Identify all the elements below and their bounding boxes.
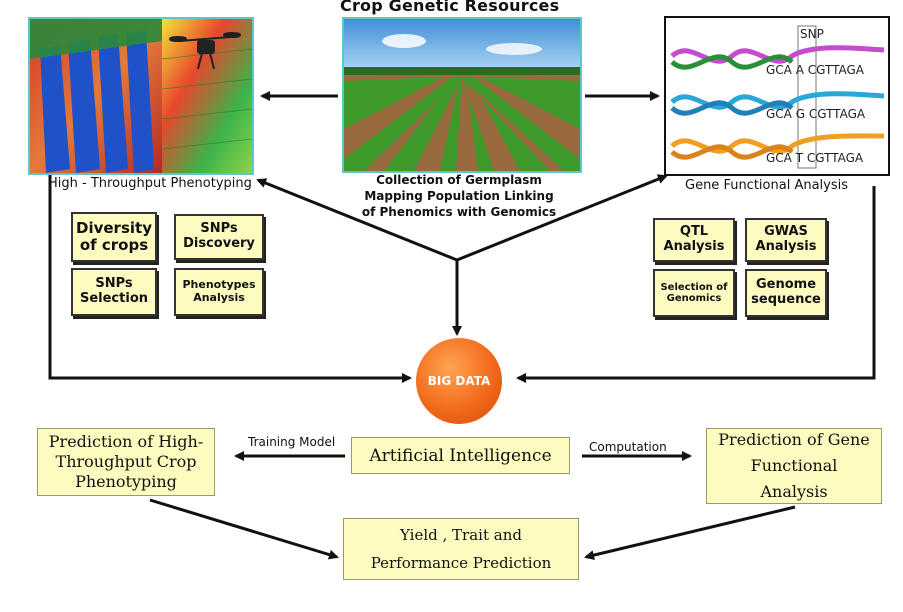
chip-snps-discovery: SNPs Discovery	[174, 214, 264, 260]
chip-diversity-of-crops: Diversity of crops	[71, 212, 157, 262]
drone-icon	[169, 32, 241, 70]
center-panel-caption: Collection of Germplasm Mapping Populati…	[361, 173, 557, 219]
crop-field-image	[342, 17, 582, 173]
big-data-node: BIG DATA	[416, 338, 502, 424]
chip-snps-selection: SNPs Selection	[71, 268, 157, 316]
arrow-junction-to-left-panel	[256, 178, 458, 262]
arrow-right-panel-to-bigdata	[516, 186, 876, 383]
chip-selection-of-genomics: Selection of Genomics	[653, 269, 735, 317]
arrow-right-prediction-to-bottom	[584, 505, 796, 561]
chip-phenotypes-analysis: Phenotypes Analysis	[174, 268, 264, 316]
edge-label-computation: Computation	[589, 440, 667, 454]
artificial-intelligence-box: Artificial Intelligence	[351, 437, 570, 474]
dna-image: SNP GCA A CGTTAGA GCA G CGTTAGA GCA T CG…	[664, 16, 890, 176]
dna-graphic: SNP GCA A CGTTAGA GCA G CGTTAGA GCA T CG…	[666, 18, 888, 174]
right-prediction-box: Prediction of Gene Functional Analysis	[706, 428, 882, 504]
dna-row-2: GCA G CGTTAGA	[766, 107, 866, 121]
yield-prediction-box: Yield , Trait and Performance Prediction	[343, 518, 579, 580]
arrow-left-panel-to-bigdata	[48, 175, 412, 383]
edge-label-training-model: Training Model	[248, 435, 336, 449]
phenotyping-field-graphic	[30, 19, 252, 173]
snp-label: SNP	[800, 27, 824, 41]
left-panel-caption: High - Throughput Phenotyping	[48, 176, 252, 191]
right-panel-caption: Gene Functional Analysis	[685, 178, 849, 193]
left-prediction-box: Prediction of High-Throughput Crop Pheno…	[37, 428, 215, 496]
diagram-title: Crop Genetic Resources	[340, 0, 560, 15]
chip-gwas-analysis: GWAS Analysis	[745, 218, 827, 262]
chip-genome-sequence: Genome sequence	[745, 269, 827, 317]
crop-field-graphic	[344, 19, 580, 171]
arrow-junction-to-right-panel	[456, 174, 668, 262]
phenotyping-image	[28, 17, 254, 175]
dna-row-3: GCA T CGTTAGA	[766, 151, 864, 165]
arrow-left-prediction-to-bottom	[149, 498, 339, 560]
dna-row-1: GCA A CGTTAGA	[766, 63, 865, 77]
chip-qtl-analysis: QTL Analysis	[653, 218, 735, 262]
